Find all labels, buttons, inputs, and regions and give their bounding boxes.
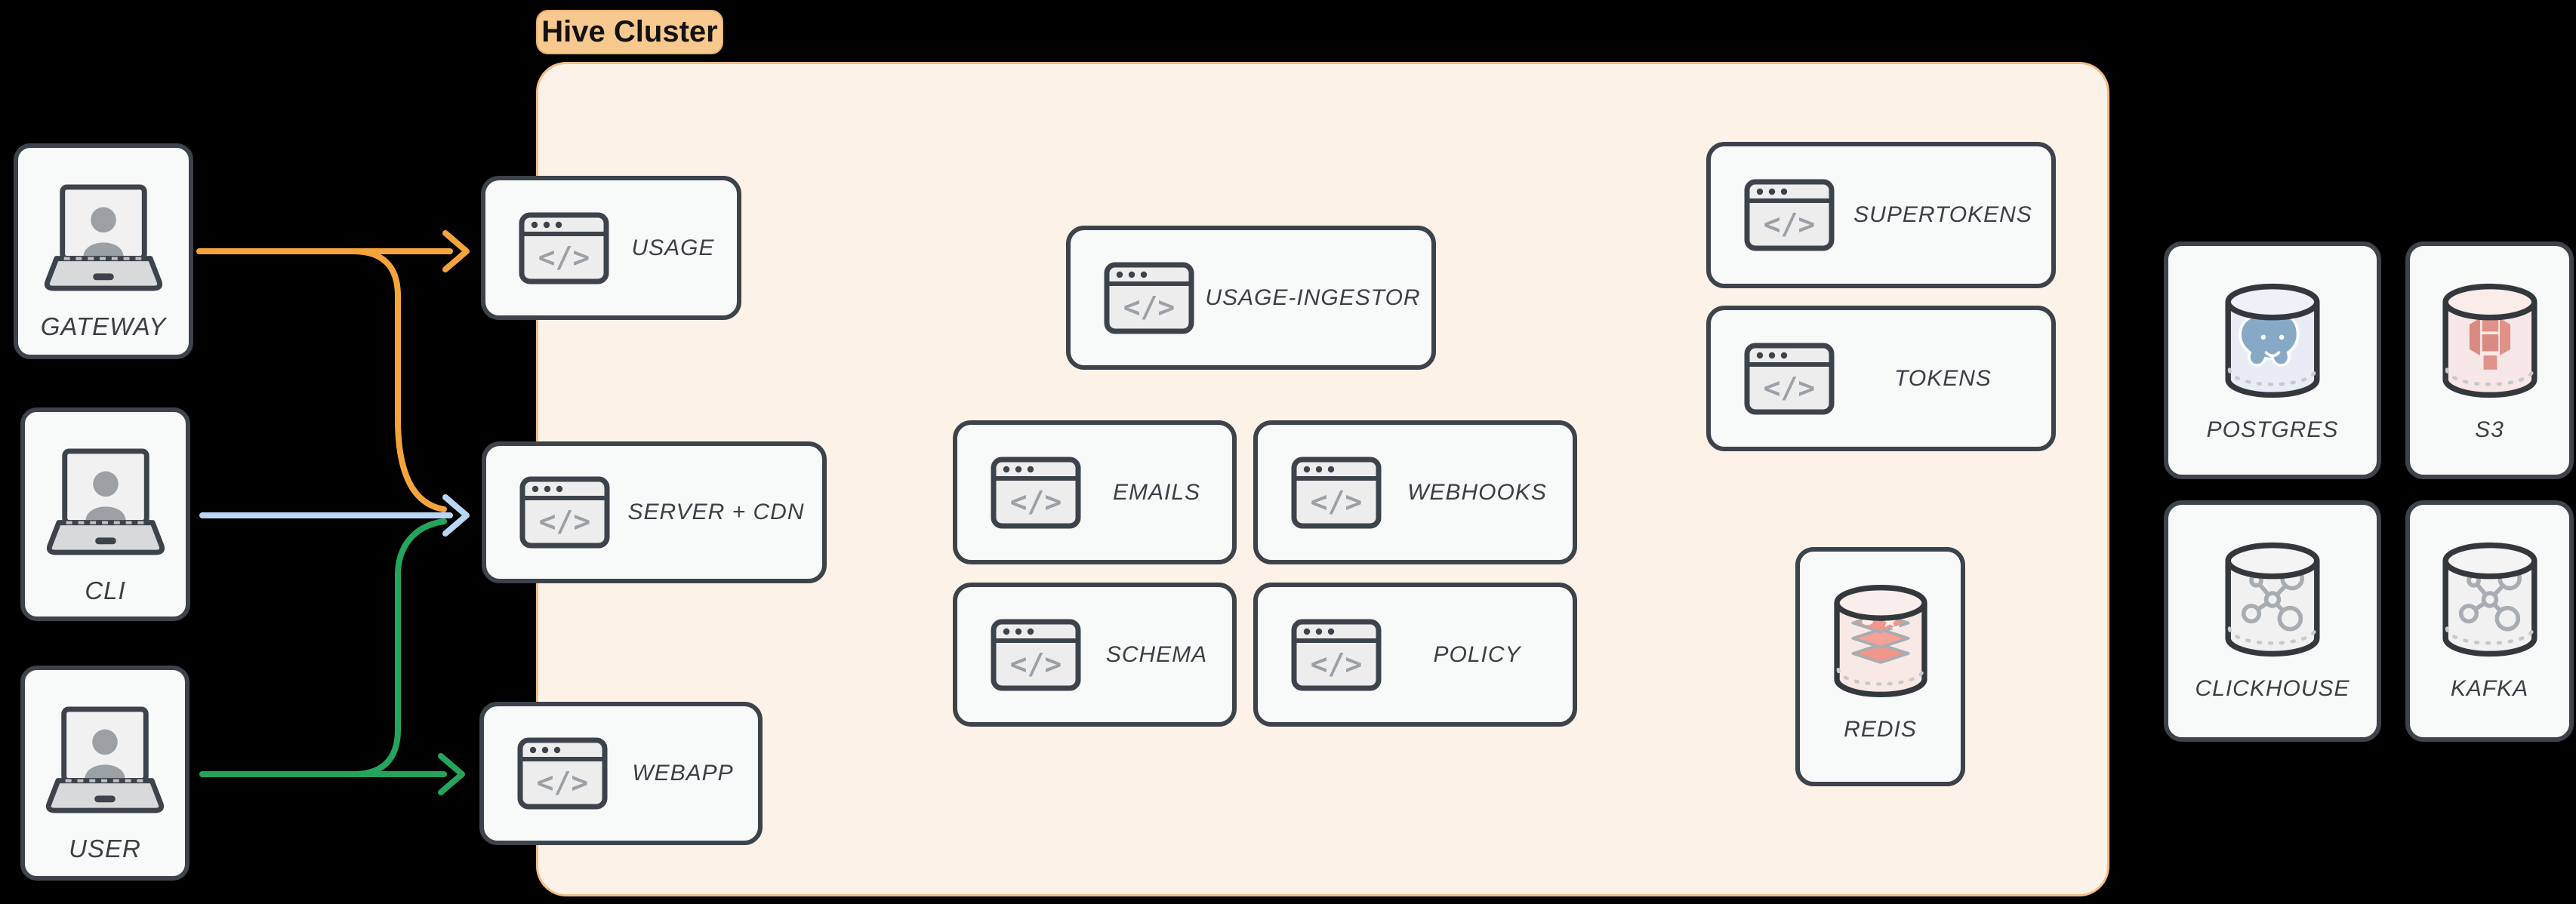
edge-user-server-cdn [350,518,447,777]
datastore-node-redis: REDIS [1795,547,1965,786]
code-window-icon [1744,179,1835,251]
service-node-supertokens: SUPERTOKENS [1706,142,2056,288]
datastore-node-clickhouse: CLICKHOUSE [2164,500,2381,742]
code-window-icon [1744,343,1835,415]
edge-gateway-usage-arrowhead [442,230,470,272]
service-node-webhooks: WEBHOOKS [1253,420,1577,564]
hive-cluster-label: Hive Cluster [541,15,718,48]
service-label: SUPERTOKENS [1853,202,2032,227]
s3-database-icon [2437,281,2543,401]
datastore-node-s3: S3 [2405,241,2574,479]
client-label: CLI [85,577,126,604]
datastore-label: POSTGRES [2206,417,2339,442]
service-label: POLICY [1433,641,1521,667]
client-node-cli: CLI [20,407,190,621]
code-window-icon [1104,262,1194,334]
laptop-user-icon [42,705,168,816]
code-window-icon [517,737,608,810]
service-node-tokens: TOKENS [1706,306,2056,451]
service-label: SCHEMA [1105,641,1208,667]
edge-gateway-server-cdn [350,248,447,512]
client-node-user: USER [20,666,190,881]
datastore-label: CLICKHOUSE [2195,676,2350,701]
service-label: USAGE [631,235,715,260]
laptop-user-icon [42,447,169,558]
datastore-node-postgres: POSTGRES [2164,241,2381,479]
code-window-icon [519,476,610,549]
service-node-webapp: WEBAPP [479,702,763,845]
service-label: EMAILS [1112,479,1201,505]
code-window-icon [1291,619,1382,691]
service-label: WEBAPP [632,761,734,786]
code-window-icon [1291,457,1382,529]
service-node-schema: SCHEMA [953,583,1237,727]
datastore-node-kafka: KAFKA [2405,500,2574,742]
hive-cluster-badge: Hive Cluster [536,10,723,54]
code-window-icon [519,212,609,284]
laptop-user-icon [40,183,167,294]
service-label: SERVER + CDN [627,500,805,524]
code-window-icon [991,457,1081,529]
service-node-usage-ingestor: USAGE-INGESTOR [1066,226,1436,370]
service-label: TOKENS [1894,365,1992,391]
service-node-server-cdn: SERVER + CDN [482,441,827,583]
clickhouse-database-icon [2220,540,2325,660]
service-node-policy: POLICY [1253,583,1577,727]
service-label: USAGE-INGESTOR [1205,284,1421,310]
code-window-icon [991,619,1081,691]
datastore-label: S3 [2475,417,2504,442]
client-label: GATEWAY [40,312,167,340]
service-node-emails: EMAILS [953,420,1237,564]
client-node-gateway: GATEWAY [14,143,193,359]
kafka-database-icon [2437,540,2543,660]
service-node-usage: USAGE [481,176,741,320]
postgres-database-icon [2220,281,2325,401]
edge-user-webapp-arrowhead [438,753,465,795]
datastore-label: REDIS [1844,717,1917,742]
datastore-label: KAFKA [2450,676,2529,701]
edge-cli-server-cdn-arrowhead [442,494,470,537]
redis-database-icon [1829,582,1933,700]
service-label: WEBHOOKS [1407,479,1547,505]
client-label: USER [69,835,141,862]
